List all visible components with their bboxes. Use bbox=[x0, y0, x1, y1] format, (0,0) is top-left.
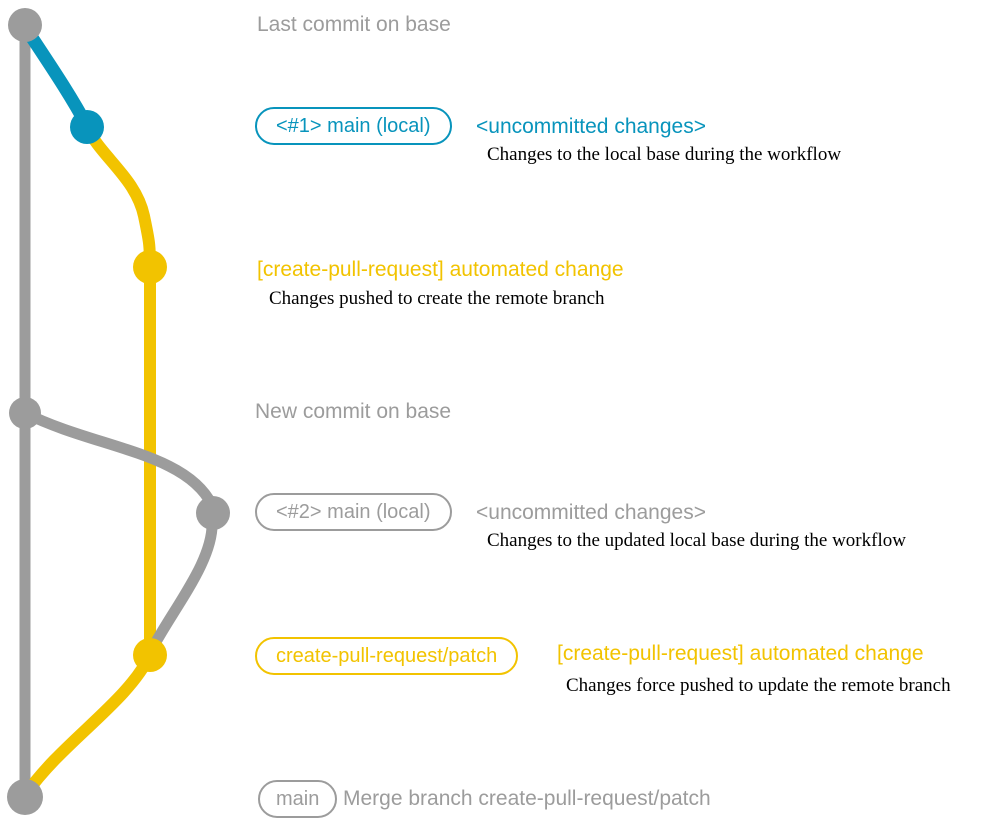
branch-badge-main-local-1: <#1> main (local) bbox=[255, 107, 452, 145]
commit-graph bbox=[7, 8, 230, 815]
main-local-2-branch-line bbox=[19, 407, 218, 511]
commit-dot-last-base bbox=[8, 8, 42, 42]
commit-dot-automated-change-1 bbox=[133, 250, 167, 284]
commit-title-merge: Merge branch create-pull-request/patch bbox=[343, 787, 711, 810]
commit-title-uncommitted-2: <uncommitted changes> bbox=[476, 501, 706, 524]
commit-title-uncommitted-1: <uncommitted changes> bbox=[476, 115, 706, 138]
commit-desc-uncommitted-2: Changes to the updated local base during… bbox=[487, 530, 906, 551]
caption-new-commit-on-base: New commit on base bbox=[255, 400, 452, 423]
commit-desc-automated-2: Changes force pushed to update the remot… bbox=[566, 675, 951, 696]
commit-dot-merge bbox=[7, 779, 43, 815]
commit-title-automated-2: [create-pull-request] automated change bbox=[557, 642, 924, 665]
branch-badge-main-local-2: <#2> main (local) bbox=[255, 493, 452, 531]
commit-dot-main-local-1 bbox=[70, 110, 104, 144]
commit-dot-automated-change-2 bbox=[133, 638, 167, 672]
commit-desc-uncommitted-1: Changes to the local base during the wor… bbox=[487, 144, 842, 165]
commit-dot-new-base bbox=[9, 397, 41, 429]
commit-dot-main-local-2 bbox=[196, 496, 230, 530]
patch-merge-line bbox=[20, 649, 156, 800]
main-local-1-branch-line bbox=[20, 23, 94, 133]
commit-desc-automated-1: Changes pushed to create the remote bran… bbox=[269, 288, 605, 309]
main-local-2-merge-line bbox=[145, 514, 218, 657]
branch-badge-patch: create-pull-request/patch bbox=[255, 637, 519, 675]
patch-branch-line bbox=[81, 124, 156, 655]
branch-badge-main: main bbox=[258, 780, 338, 818]
commit-title-automated-1: [create-pull-request] automated change bbox=[257, 258, 624, 281]
caption-last-commit-on-base: Last commit on base bbox=[257, 13, 451, 36]
